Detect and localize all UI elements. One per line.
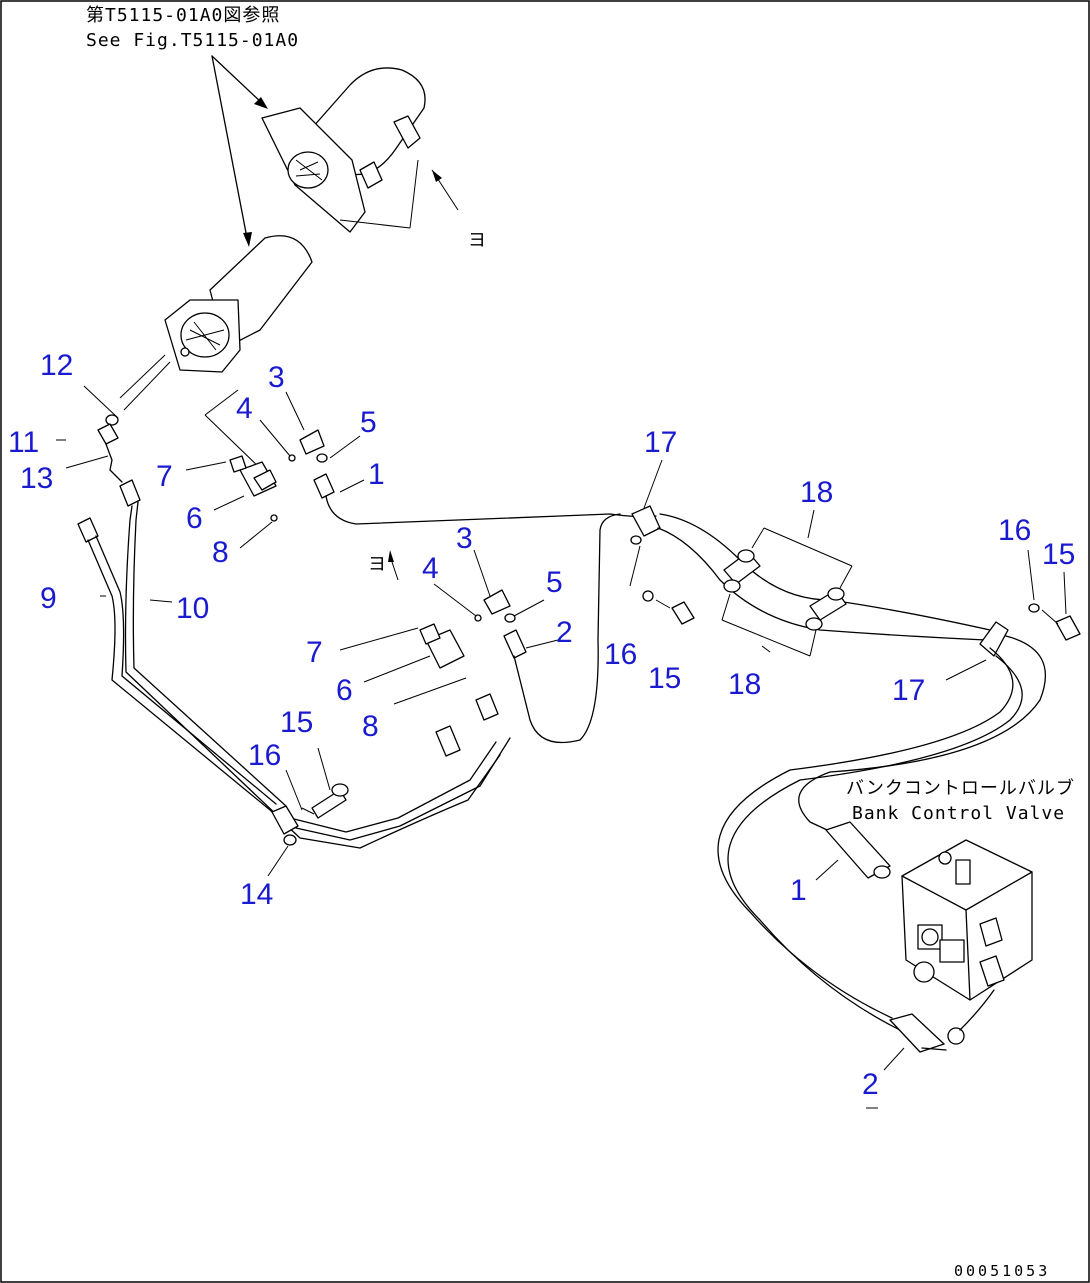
callout-11: 11	[8, 426, 39, 459]
callout-6-lower: 6	[336, 674, 353, 707]
callout-15-middle: 15	[648, 662, 681, 695]
callout-7-upper: 7	[156, 460, 173, 493]
reference-arrows	[211, 55, 268, 247]
valve-label-english: Bank Control Valve	[852, 803, 1065, 824]
callout-5-upper: 5	[360, 406, 377, 439]
callout-8-upper: 8	[212, 536, 229, 569]
left-hoses	[77, 414, 511, 849]
arrow-mark-a-lower: ヨ	[368, 554, 387, 575]
callout-5-lower: 5	[546, 566, 563, 599]
reference-note-english: See Fig.T5115-01A0	[86, 30, 299, 51]
upper-motor-assembly: ヨ	[261, 67, 487, 251]
callouts: 12 11 13 9 10 3 4 5 1 7 6 8 3 4 5 2 7 6 …	[8, 349, 1075, 1109]
leader-lines	[56, 385, 1067, 1071]
upper-fittings	[229, 429, 657, 525]
callout-2-valve: 2	[862, 1068, 879, 1101]
callout-4-lower: 4	[422, 552, 439, 585]
valve-label-japanese: バンクコントロールバルブ	[846, 777, 1075, 799]
callout-6-upper: 6	[186, 502, 203, 535]
callout-16-middle: 16	[604, 638, 637, 671]
callout-16-right: 16	[998, 514, 1031, 547]
arrow-mark-a-upper: ヨ	[468, 230, 487, 251]
lower-fittings: ヨ	[368, 513, 621, 757]
callout-10: 10	[176, 592, 209, 625]
lower-motor-assembly	[119, 235, 313, 471]
callout-18-upper: 18	[800, 476, 833, 509]
callout-2-lower-left: 2	[556, 616, 573, 649]
callout-7-lower: 7	[306, 636, 323, 669]
callout-9: 9	[40, 582, 57, 615]
drawing-number: 00051053	[954, 1262, 1050, 1280]
clamp-14	[271, 783, 349, 846]
callout-3-upper: 3	[268, 361, 285, 394]
callout-1-upper: 1	[368, 458, 385, 491]
reference-note-japanese: 第T5115-01A0図参照	[86, 5, 280, 26]
callout-17-lower: 17	[892, 674, 925, 707]
callout-16-left: 16	[248, 739, 281, 772]
callout-4-upper: 4	[236, 392, 253, 425]
callout-15-right: 15	[1042, 538, 1075, 571]
callout-12: 12	[40, 349, 73, 382]
callout-8-lower: 8	[362, 710, 379, 743]
callout-15-left: 15	[280, 706, 313, 739]
bank-control-valve	[825, 821, 1033, 1053]
callout-3-lower: 3	[456, 522, 473, 555]
callout-17-upper: 17	[644, 426, 677, 459]
callout-13: 13	[20, 462, 53, 495]
callout-1-valve: 1	[790, 874, 807, 907]
callout-18-lower: 18	[728, 668, 761, 701]
hose-route-right	[629, 505, 1081, 1031]
callout-14: 14	[240, 878, 273, 911]
